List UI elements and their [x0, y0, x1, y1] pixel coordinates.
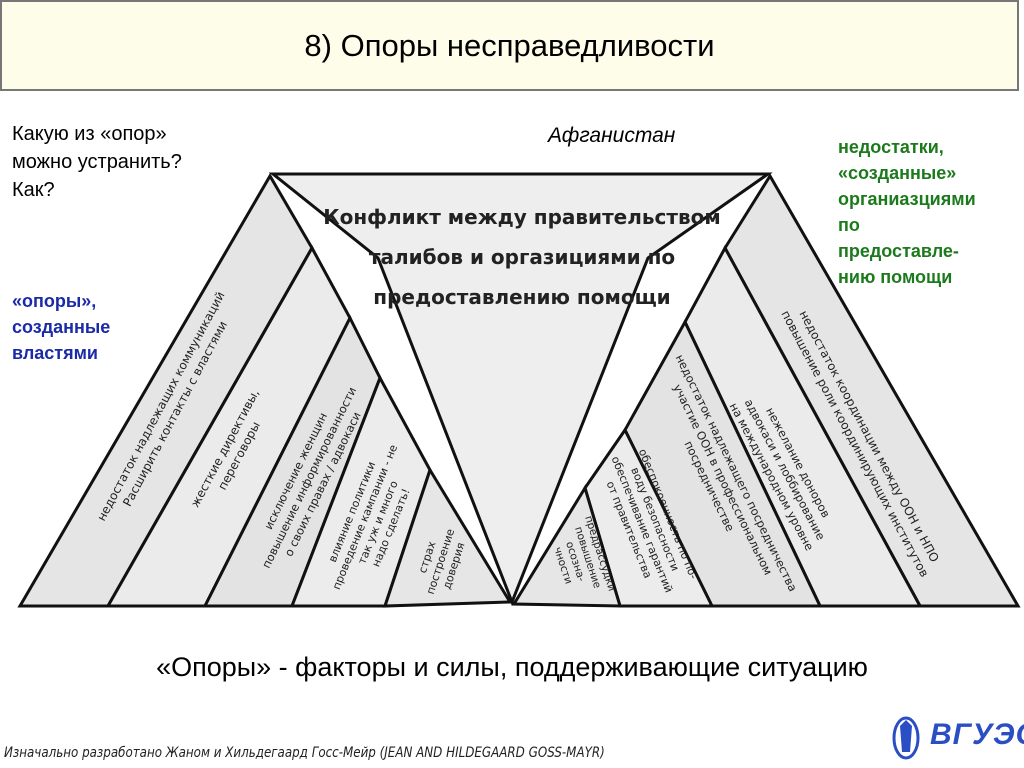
right-pillar-5: [511, 484, 623, 608]
top-box-line: талибов и оргазициями по: [369, 245, 675, 269]
logo-text: ВГУЭС: [930, 718, 1024, 751]
question-text: Какую из «опор» можно устранить? Как?: [12, 120, 182, 204]
top-box-line: Конфликт между правительством: [323, 205, 720, 229]
right-note: недостатки, «созданные» органиазциями по…: [838, 134, 976, 290]
right-note-line: предоставле-: [838, 241, 959, 261]
left-note-line: «опоры»,: [12, 291, 97, 311]
left-note: «опоры», созданные властями: [12, 288, 110, 366]
right-note-line: по: [838, 215, 860, 235]
right-note-line: органиазциями: [838, 189, 976, 209]
right-note-line: недостатки,: [838, 137, 944, 157]
top-box-line: предоставлению помощи: [373, 285, 670, 309]
left-note-line: властями: [12, 343, 98, 363]
right-note-line: нию помощи: [838, 267, 953, 287]
top-box-shape: [268, 172, 773, 607]
credit-line: Изначально разработано Жаном и Хильдегаа…: [4, 745, 605, 761]
right-note-line: «созданные»: [838, 163, 957, 183]
left-pillar-5: [382, 466, 513, 608]
university-logo-icon: [892, 716, 920, 760]
question-line: можно устранить?: [12, 151, 182, 173]
caption: «Опоры» - факторы и силы, поддерживающие…: [156, 652, 868, 682]
slide-title: 8) Опоры несправедливости: [304, 27, 715, 63]
question-line: Какую из «опор»: [12, 123, 167, 145]
title-box: 8) Опоры несправедливости: [0, 0, 1019, 91]
country-label: Афганистан: [548, 124, 676, 147]
left-note-line: созданные: [12, 317, 111, 337]
question-line: Как?: [12, 179, 55, 201]
